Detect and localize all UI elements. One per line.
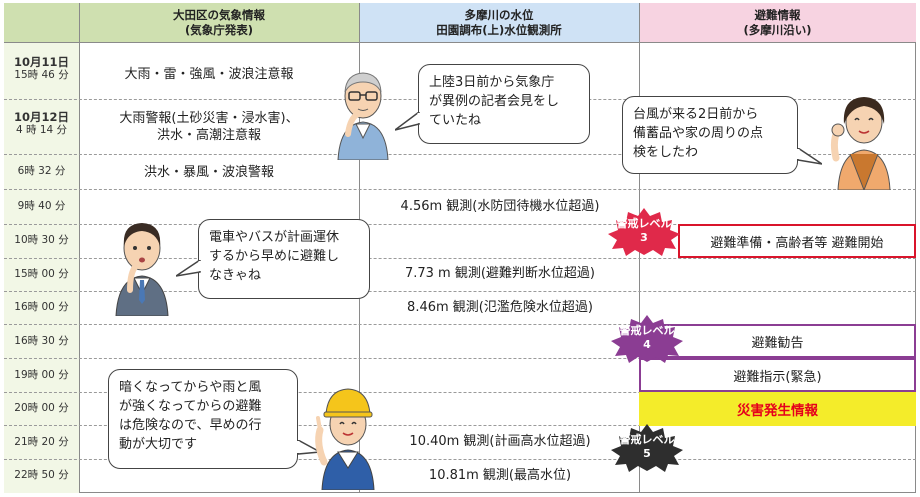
worker-speech-bubble: 暗くなってからや雨と風 が強くなってからの避難 は危険なので、早めの行 動が大切…: [108, 369, 298, 469]
water-level-reading: 7.73 m 観測(避難判断水位超過): [404, 266, 596, 281]
column-divider: [79, 3, 80, 493]
time-label: 16時 00 分: [4, 301, 79, 314]
bubble-line: が強くなってからの避難: [119, 399, 262, 414]
time-label: 10月11日 15時 46 分: [4, 55, 79, 82]
bubble-line: 動が大切です: [119, 437, 198, 452]
water-level-reading: 10.81m 観測(最高水位): [428, 468, 572, 483]
time-label: 6時 32 分: [4, 165, 79, 178]
header-evac: 避難情報 (多摩川沿い): [639, 3, 916, 43]
bubble-line: 電車やバスが計画運休: [209, 230, 340, 245]
bubble-tail: [395, 112, 421, 131]
time-date: 10月12日: [13, 110, 69, 124]
time-clock: 16時 30 分: [14, 335, 69, 347]
weather-warning-line: 洪水・高潮注意報: [156, 128, 261, 143]
header-weather: 大田区の気象情報 (気象庁発表): [79, 3, 359, 43]
bubble-line: 暗くなってからや雨と風: [119, 380, 262, 395]
badge-number: 3: [640, 231, 648, 244]
time-clock: 20時 00 分: [14, 402, 69, 414]
bubble-line: が異例の記者会見をし: [429, 94, 560, 109]
time-label: 10時 30 分: [4, 234, 79, 247]
bubble-tail: [176, 260, 202, 277]
header-time: [4, 3, 79, 43]
warning-level-3-badge: 警戒レベル 3: [604, 206, 684, 256]
evac-level3-box: 避難準備・高齢者等 避難開始: [678, 224, 916, 258]
badge-number: 4: [643, 338, 651, 351]
water-level-reading: 4.56m 観測(水防団待機水位超過): [400, 199, 600, 214]
header-evac-subtitle: (多摩川沿い): [743, 22, 812, 37]
elder-speech-bubble: 上陸3日前から気象庁 が異例の記者会見をし ていたね: [418, 64, 590, 144]
header-water: 多摩川の水位 田園調布(上)水位観測所: [359, 3, 639, 43]
warning-level-4-badge: 警戒レベル 4: [607, 313, 687, 363]
row-divider: [4, 358, 916, 359]
time-clock: 21時 20 分: [14, 436, 69, 448]
bubble-line: 備蓄品や家の周りの点: [633, 126, 764, 141]
row-divider: [4, 189, 916, 190]
evac-shiji-box: 避難指示(緊急): [639, 358, 916, 392]
water-level-reading: 10.40m 観測(計画高水位超過): [409, 434, 591, 449]
time-date: 10月11日: [13, 55, 69, 69]
time-clock: 9時 40 分: [17, 200, 66, 212]
row-divider: [4, 324, 916, 325]
time-label: 21時 20 分: [4, 436, 79, 449]
water-level-reading: 8.46m 観測(氾濫危険水位超過): [407, 300, 593, 315]
badge-title: 警戒レベル: [616, 217, 672, 230]
bubble-line: するから早めに避難し: [209, 249, 340, 264]
time-clock: 16時 00 分: [14, 301, 69, 313]
time-label: 16時 30 分: [4, 335, 79, 348]
woman-speech-bubble: 台風が来る2日前から 備蓄品や家の周りの点 検をしたわ: [622, 96, 798, 174]
bubble-line: 上陸3日前から気象庁: [429, 75, 555, 90]
woman-icon: [830, 97, 891, 190]
time-label: 20時 00 分: [4, 402, 79, 415]
bubble-tail: [796, 148, 822, 165]
row-divider: [4, 224, 916, 225]
time-column: [4, 43, 79, 493]
row-divider: [4, 425, 916, 426]
header-water-title: 多摩川の水位: [464, 7, 534, 22]
evac-kankoku-box: 避難勧告: [639, 324, 916, 358]
bubble-line: ていたね: [429, 113, 482, 128]
warning-level-5-badge: 警戒レベル 5: [607, 422, 687, 472]
time-clock: 15時 46 分: [14, 69, 69, 81]
row-divider: [4, 392, 916, 393]
businessman-speech-bubble: 電車やバスが計画運休 するから早めに避難し なきゃね: [198, 219, 370, 299]
construction-worker-icon: [315, 388, 375, 490]
time-clock: 22時 50 分: [14, 469, 69, 481]
evac-disaster-box: 災害発生情報: [639, 392, 916, 426]
badge-title: 警戒レベル: [619, 433, 675, 446]
header-weather-subtitle: (気象庁発表): [184, 22, 253, 37]
weather-warning-storm: 洪水・暴風・波浪警報: [143, 165, 274, 180]
bubble-tail: [296, 440, 320, 455]
time-clock: 6時 32 分: [17, 165, 66, 177]
weather-warning: 大雨警報(土砂災害・浸水害)、 洪水・高潮注意報: [79, 110, 339, 144]
time-label: 10月12日 4 時 14 分: [4, 110, 79, 137]
time-label: 19時 00 分: [4, 369, 79, 382]
time-clock: 19時 00 分: [14, 369, 69, 381]
bubble-line: 検をしたわ: [633, 145, 699, 160]
bubble-line: は危険なので、早めの行: [119, 418, 262, 433]
bubble-line: 台風が来る2日前から: [633, 107, 759, 122]
badge-title: 警戒レベル: [619, 324, 675, 337]
time-label: 9時 40 分: [4, 200, 79, 213]
row-divider: [4, 291, 916, 292]
time-label: 15時 00 分: [4, 268, 79, 281]
weather-warning-line: 大雨警報(土砂災害・浸水害)、: [119, 111, 299, 126]
time-clock: 4 時 14 分: [15, 124, 68, 136]
header-weather-title: 大田区の気象情報: [173, 7, 265, 22]
bubble-line: なきゃね: [209, 268, 262, 283]
badge-number: 5: [643, 447, 651, 460]
time-clock: 10時 30 分: [14, 234, 69, 246]
elderly-man-icon: [337, 72, 389, 160]
time-clock: 15時 00 分: [14, 268, 69, 280]
businessman-icon: [115, 223, 169, 316]
header-evac-title: 避難情報: [754, 7, 801, 22]
weather-advisory: 大雨・雷・強風・波浪注意報: [124, 67, 294, 82]
time-label: 22時 50 分: [4, 469, 79, 482]
row-divider: [4, 154, 916, 155]
row-divider: [4, 258, 916, 259]
row-divider: [4, 459, 916, 460]
header-water-subtitle: 田園調布(上)水位観測所: [436, 22, 562, 37]
